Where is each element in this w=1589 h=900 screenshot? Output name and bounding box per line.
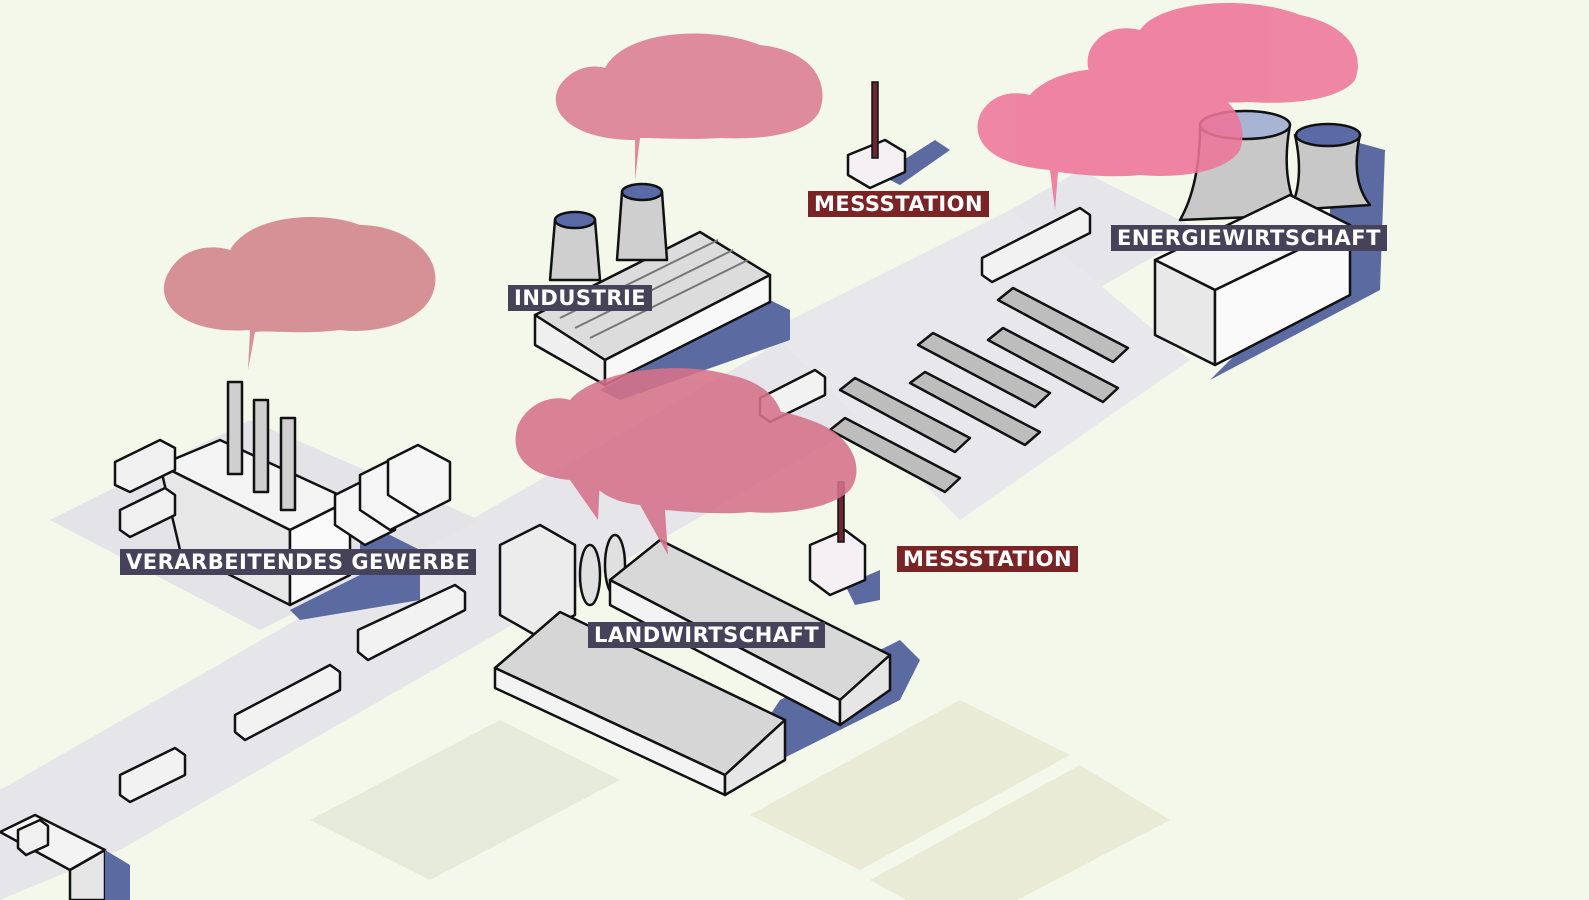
solar-field — [828, 286, 1130, 494]
solar-panel-row — [908, 370, 1042, 447]
fields — [310, 700, 1170, 900]
field — [750, 700, 1070, 870]
solar-panel-row — [986, 326, 1120, 404]
emission-cloud-energy-2 — [1087, 2, 1358, 135]
label-industrie: Industrie — [508, 285, 653, 311]
solar-panel-row — [996, 286, 1130, 364]
cooling-tower-top — [620, 182, 664, 202]
truck — [113, 438, 177, 494]
solar-panel-row — [916, 331, 1052, 409]
gas-tank — [578, 543, 602, 607]
emission-cloud-verarbeitendes-gewerbe — [163, 217, 436, 370]
messstation-building-top — [846, 81, 950, 190]
chimney — [252, 398, 270, 494]
factory-verarbeitendes-gewerbe — [113, 380, 452, 620]
truck — [356, 583, 467, 662]
shadow — [845, 570, 880, 605]
label-messstation-top: Messstation — [808, 191, 990, 217]
emission-cloud-industrie — [555, 33, 823, 181]
shadow — [105, 850, 130, 900]
station-box — [808, 528, 867, 597]
label-messstation-bottom: Messstation — [897, 546, 1079, 572]
emission-clouds — [163, 2, 1358, 555]
silo — [498, 523, 577, 637]
building-side — [68, 848, 107, 900]
field — [870, 765, 1170, 900]
industrie-side — [603, 273, 772, 387]
cooling-tower — [1288, 133, 1372, 212]
station-box — [846, 138, 907, 190]
building-bottom-left — [0, 813, 130, 900]
solar-panel-row — [838, 376, 972, 454]
truck — [233, 663, 342, 742]
barn-end — [838, 653, 892, 727]
shadow — [290, 520, 420, 620]
farm-landwirtschaft — [493, 523, 920, 800]
label-verarbeitendes-gewerbe: Verarbeitendes Gewerbe — [120, 549, 477, 575]
roof-box — [16, 818, 50, 857]
emission-cloud-landwirtschaft-2 — [588, 407, 857, 555]
cooling-tower — [615, 190, 669, 262]
chimney — [226, 380, 244, 476]
emission-cloud-energy-1 — [977, 68, 1243, 210]
truck — [980, 206, 1092, 284]
solar-panel-row — [828, 416, 962, 494]
messstation-building-bottom — [808, 481, 880, 605]
field — [310, 720, 620, 880]
truck — [118, 486, 177, 539]
cooling-tower-top — [553, 210, 597, 230]
station-mast — [871, 81, 879, 159]
truck — [118, 746, 187, 804]
cooling-tower-top — [1294, 122, 1362, 148]
chimney — [279, 416, 297, 512]
barn-end — [723, 718, 787, 797]
tank — [386, 443, 452, 517]
label-energiewirtschaft: Energiewirtschaft — [1111, 225, 1387, 251]
trucks — [118, 206, 1092, 804]
label-landwirtschaft: Landwirtschaft — [588, 622, 826, 648]
